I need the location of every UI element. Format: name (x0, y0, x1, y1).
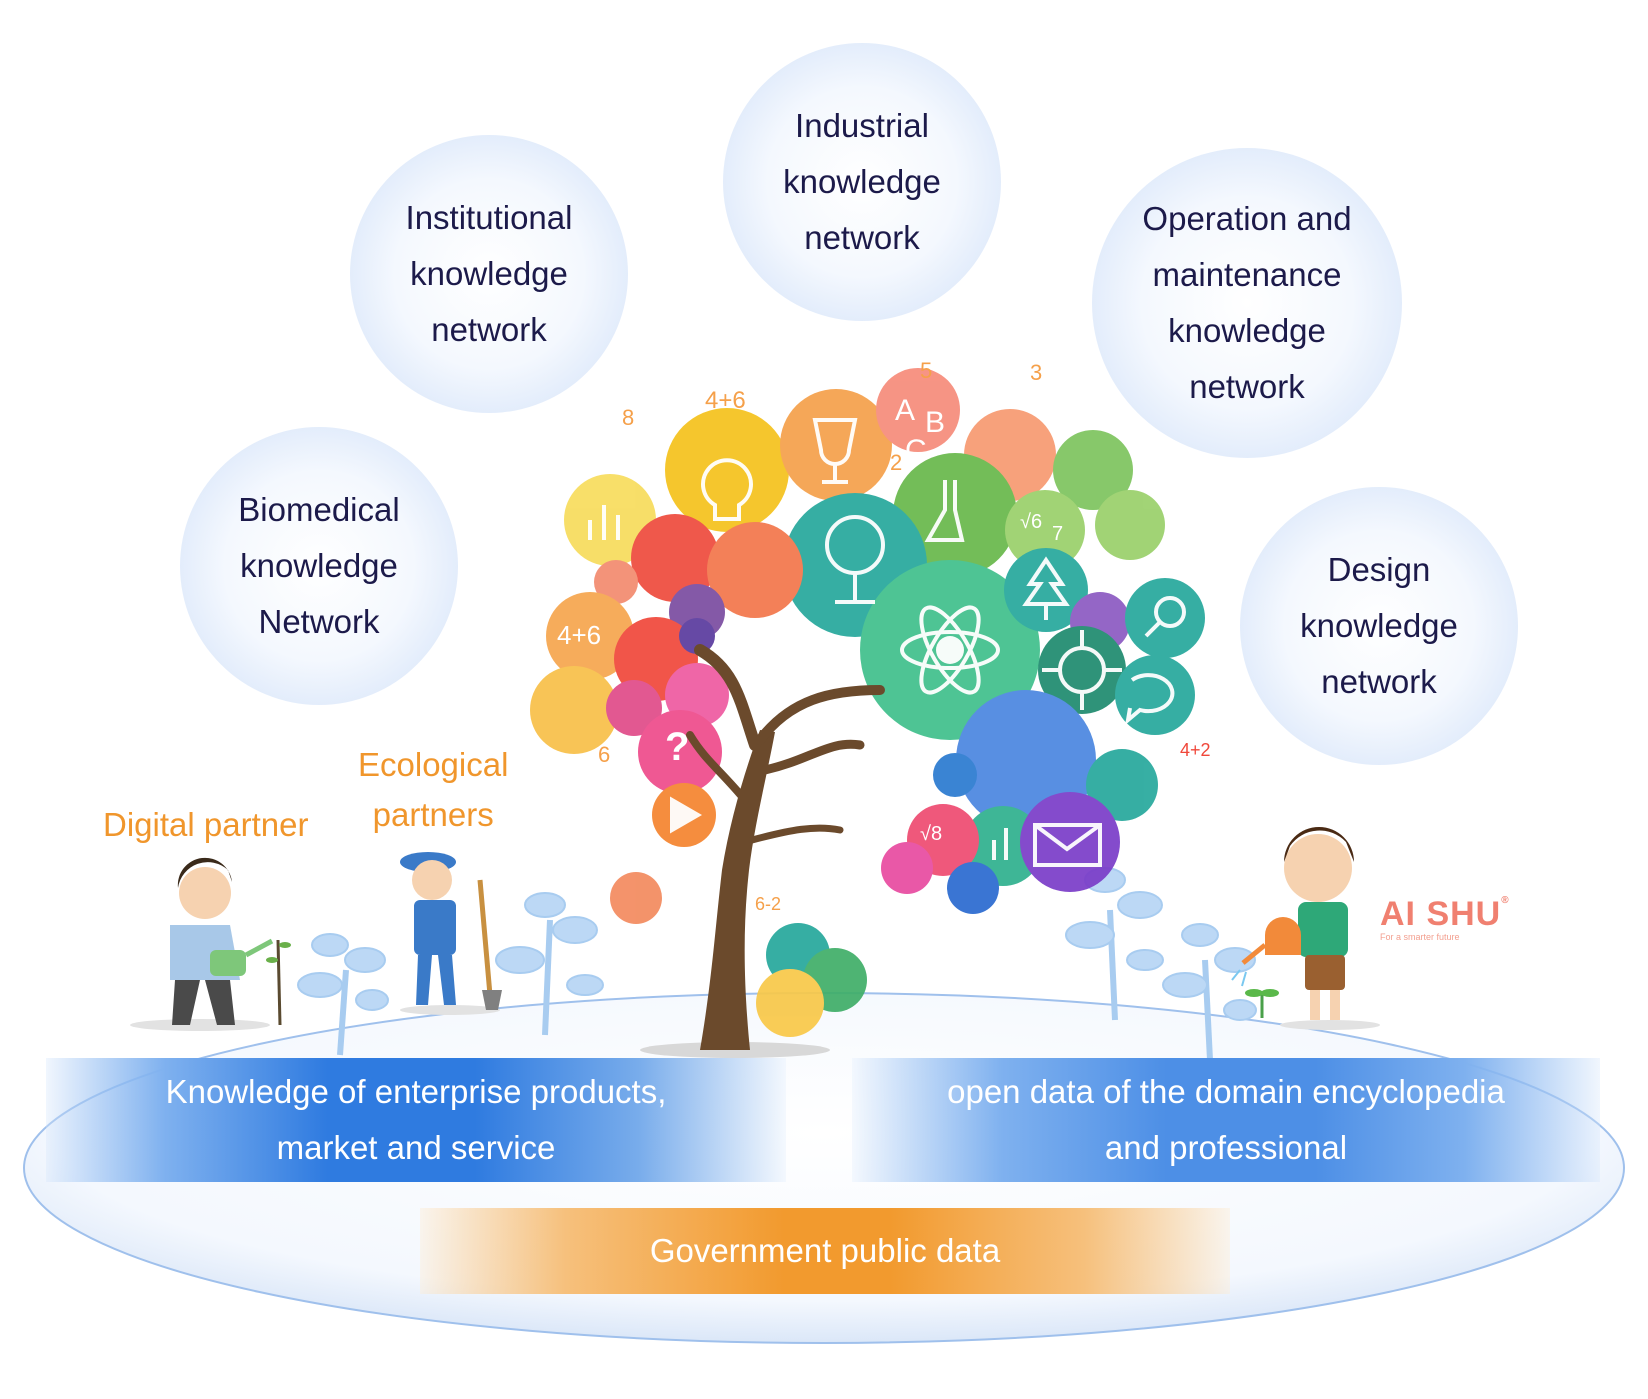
glyph: A (895, 394, 915, 427)
glyph: 2 (890, 450, 902, 475)
glyph: √6 (1020, 511, 1042, 533)
bubble-line: network (431, 311, 547, 348)
logo-tagline: For a smarter future (1380, 932, 1460, 942)
bulb-icon (701, 458, 753, 521)
band-enterprise-knowledge: Knowledge of enterprise products, market… (46, 1058, 786, 1182)
bubble-biomedical: Biomedical knowledge Network (180, 427, 458, 705)
bubble-industrial: Industrial knowledge network (723, 43, 1001, 321)
glyph: 4+2 (1180, 740, 1211, 760)
glyph: 3 (1030, 360, 1042, 385)
bubble-line: Operation and (1142, 200, 1352, 237)
bubble-institutional: Institutional knowledge network (350, 135, 628, 413)
aishu-logo: AI SHU® For a smarter future (1380, 895, 1540, 945)
bars-icon (588, 505, 620, 540)
bubble-line: knowledge (410, 255, 568, 292)
tree-canopy (530, 368, 1205, 1037)
bubble-line: network (1189, 368, 1305, 405)
atom-icon (936, 636, 964, 664)
light-tree-4 (1162, 923, 1257, 1061)
boy-watering (1231, 827, 1380, 1030)
search-icon (1154, 596, 1186, 628)
canopy-icons (588, 418, 1186, 867)
band-line: Knowledge of enterprise products, (165, 1073, 667, 1110)
bubble-line: Institutional (405, 199, 573, 236)
band-line: market and service (276, 1129, 556, 1166)
band-line: and professional (1104, 1129, 1348, 1166)
logo-name: AI SHU (1380, 895, 1502, 933)
glyph: C (905, 434, 927, 467)
partner-line: Ecological (358, 746, 509, 783)
tree-trunk (686, 644, 885, 1050)
bubble-line: knowledge (783, 163, 941, 200)
bubble-line: knowledge (240, 547, 398, 584)
boy-digital-partner (130, 857, 291, 1031)
glyph: 7 (1052, 523, 1063, 545)
glyph: 4+6 (557, 620, 601, 650)
glyph: 5 (920, 358, 932, 383)
bubble-operation: Operation and maintenance knowledge netw… (1092, 148, 1402, 458)
band-line: open data of the domain encyclopedia (947, 1073, 1505, 1110)
envelope-icon (1033, 823, 1102, 867)
light-tree-2 (495, 892, 604, 1036)
glyph: B (925, 406, 945, 439)
boy-ecological-partner (400, 852, 502, 1015)
glyph: 6 (598, 742, 610, 767)
bubble-design: Design knowledge network (1240, 487, 1518, 765)
bubble-line: knowledge (1168, 312, 1326, 349)
gear-icon (1042, 630, 1122, 710)
bubble-line: network (1321, 663, 1437, 700)
play-icon (670, 796, 703, 834)
canopy-glyphs: 4+6 8 5 3 2 6 ? 4+6 4+2 6-2 A B C √6 7 √… (557, 358, 1211, 914)
bubble-line: Design (1327, 551, 1431, 588)
bubble-line: Network (258, 603, 380, 640)
chat-icon (1125, 673, 1175, 725)
glyph: 8 (622, 405, 634, 430)
label-digital-partner: Digital partner (103, 806, 309, 843)
glyph: ? (665, 725, 689, 769)
label-ecological-partners: Ecological partners (358, 740, 508, 840)
trophy-icon (812, 418, 858, 484)
bubble-line: network (804, 219, 920, 256)
bubble-line: Biomedical (238, 491, 400, 528)
bubble-line: maintenance (1152, 256, 1342, 293)
light-tree-1 (297, 933, 389, 1056)
bubble-line: Industrial (795, 107, 929, 144)
band-open-data: open data of the domain encyclopedia and… (852, 1058, 1600, 1182)
partner-line: partners (372, 796, 494, 833)
flask-icon (924, 480, 965, 542)
tree-icon (1022, 556, 1070, 620)
band-government-public-data: Government public data (420, 1208, 1230, 1294)
glyph: √8 (920, 823, 942, 845)
bubble-line: knowledge (1300, 607, 1458, 644)
glyph: 6-2 (755, 894, 781, 914)
glyph: 4+6 (705, 387, 746, 414)
bars-icon-2 (992, 828, 1008, 860)
